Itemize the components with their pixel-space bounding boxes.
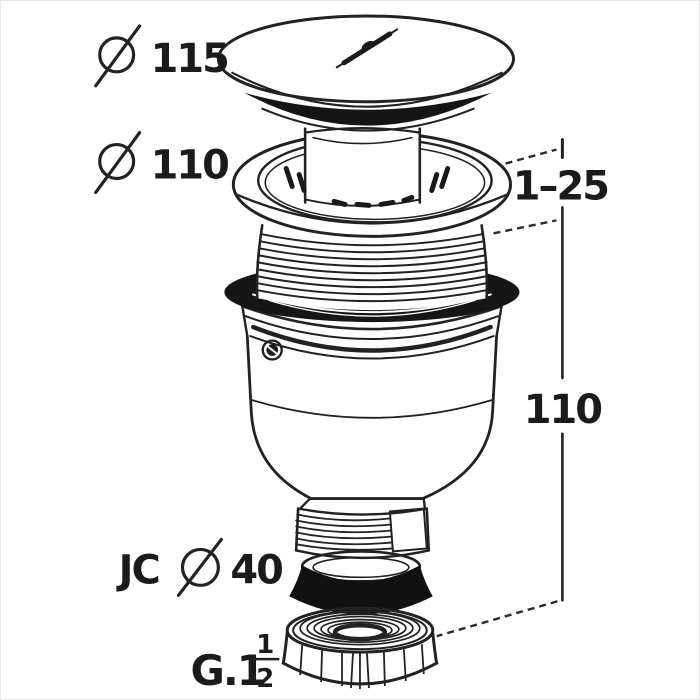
strainer-slots [283,166,451,208]
nut-internal-threads [299,610,421,646]
diameter-icon [94,24,142,88]
cap-highlight-mark [335,28,399,69]
waste-body [241,304,503,500]
thread-fraction: 1 2 [250,630,280,694]
stem-tube [303,127,422,207]
diameter-icon [94,131,142,195]
coupling-nut [281,606,439,690]
dome-cap [216,14,516,132]
leader-dashed-flange [505,148,557,165]
threaded-barrel [255,224,489,311]
label-outlet-size: 40 [230,547,282,593]
leader-dashed-nut [436,600,558,638]
body-seam [250,398,494,419]
label-outlet-prefix: JC [116,547,159,593]
diameter-icon [176,537,223,597]
label-cap-diameter: 115 [151,36,228,82]
outlet-thread [294,497,431,560]
nut-ribs [299,644,425,690]
seal-ring [289,550,433,615]
label-thread-numerator: 1 [256,630,274,660]
label-flange-diameter: 110 [151,142,229,188]
thread-facet [388,507,428,553]
label-thread-base: G.1 [190,646,263,695]
label-clamp-range: 1–25 [513,163,608,209]
label-height: 110 [524,387,602,433]
label-thread-denominator: 2 [256,664,274,694]
leader-dashed-gasket [493,219,557,235]
fixing-screw [261,339,283,361]
dimension-annotations: 115 110 1–25 110 JC 40 G.1 1 2 [94,24,610,695]
